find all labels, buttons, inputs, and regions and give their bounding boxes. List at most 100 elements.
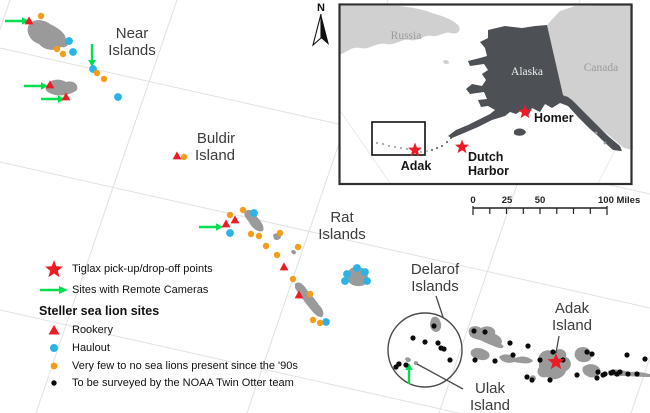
survey-marker (410, 335, 416, 341)
svg-text:Island: Island (195, 147, 235, 164)
label-adak-island: Adak (555, 300, 590, 317)
st-lawrence-shape (443, 59, 449, 65)
rookery-marker (221, 219, 231, 228)
scale-100-miles: 100 Miles (598, 195, 640, 206)
few-sea-lions-marker (37, 12, 45, 20)
rookery-marker (230, 215, 240, 224)
svg-text:Island: Island (470, 397, 510, 413)
canada-shape (547, 5, 633, 150)
survey-marker (524, 374, 530, 380)
label-dutch-harbor: Dutch (468, 150, 503, 164)
legend-item-rookery: Rookery (36, 320, 113, 340)
label-ulak-island: Ulak (475, 380, 506, 397)
panhandle-shape (566, 96, 621, 151)
survey-marker (431, 323, 437, 329)
svg-text:Islands: Islands (108, 42, 156, 59)
scale-25: 25 (502, 195, 513, 206)
rat-chain-shape (295, 282, 324, 318)
camera-arrow-head (58, 95, 65, 103)
survey-marker (403, 362, 409, 368)
ulak-leader (416, 363, 464, 390)
survey-marker (634, 371, 640, 377)
camera-arrow-head (88, 60, 96, 67)
haulout-circle-icon (36, 343, 72, 353)
scale-0: 0 (470, 195, 475, 206)
few-sea-lions-marker (276, 229, 284, 237)
island-group-labels: Near Islands Buldir Island Rat Islands D… (108, 25, 592, 413)
survey-marker (435, 340, 441, 346)
islands-layer (27, 20, 650, 381)
survey-marker (537, 357, 543, 363)
tiglax-star-marker (547, 353, 565, 370)
haulout-marker (363, 277, 371, 285)
legend-survey-label: To be surveyed by the NOAA Twin Otter te… (72, 377, 294, 389)
label-adak-city: Adak (401, 159, 432, 173)
survey-marker (547, 377, 553, 383)
survey-marker (472, 357, 478, 363)
label-buldir-island: Buldir (197, 130, 235, 147)
few-sea-lions-marker (316, 319, 324, 327)
north-label: N (317, 2, 325, 14)
few-sea-lions-marker (255, 232, 263, 240)
survey-marker (492, 358, 498, 364)
survey-marker (441, 346, 447, 352)
leader-lines (416, 295, 560, 390)
few-dot-icon (36, 361, 72, 371)
few-sea-lions-marker (262, 242, 270, 250)
survey-marker (602, 371, 608, 377)
few-sea-lions-marker (59, 50, 67, 58)
survey-marker (422, 339, 428, 345)
survey-marker (525, 343, 531, 349)
legend-item-cameras: Sites with Remote Cameras (36, 280, 208, 300)
legend-item-tiglax: Tiglax pick-up/drop-off points (36, 259, 213, 279)
kodiak-shape (514, 128, 526, 136)
legend-tiglax-label: Tiglax pick-up/drop-off points (72, 263, 213, 275)
few-sea-lions-marker (226, 211, 234, 219)
camera-arrow-head (22, 17, 29, 25)
adak-leader (555, 335, 560, 354)
star-icon (36, 258, 72, 280)
russia-shape (339, 6, 460, 55)
haulout-marker (361, 268, 369, 276)
survey-marker (482, 329, 488, 335)
survey-marker (584, 349, 590, 355)
rookery-marker (294, 290, 304, 299)
few-sea-lions-marker (100, 75, 108, 83)
north-arrow-icon: N (312, 2, 329, 47)
few-sea-lions-marker (239, 206, 247, 214)
svg-text:Harbor: Harbor (468, 164, 509, 178)
legend-item-haulout: Haulout (36, 338, 110, 358)
sea-lion-markers-layer (24, 12, 648, 383)
tiglax-stars-layer (547, 353, 565, 370)
survey-marker (595, 369, 601, 375)
inset-city-star (517, 104, 533, 119)
haulout-marker (250, 209, 258, 217)
survey-marker (642, 356, 648, 362)
survey-marker (447, 357, 453, 363)
survey-marker (471, 328, 477, 334)
label-delarof-islands: Delarof (411, 261, 460, 278)
camera-arrow-head (216, 223, 223, 231)
scale-bar: 0 25 50 100 Miles (470, 195, 640, 215)
rookery-marker (24, 16, 34, 25)
legend-haulout-label: Haulout (72, 342, 110, 354)
kiska-island-shape (244, 209, 264, 232)
few-sea-lions-marker (180, 153, 188, 161)
haulout-marker (341, 277, 349, 285)
svg-text:Islands: Islands (318, 226, 366, 243)
attu-island-shape (27, 20, 68, 50)
rookery-triangle-icon (36, 324, 72, 336)
agattu-island-shape (45, 79, 78, 96)
few-sea-lions-marker (273, 251, 281, 259)
survey-marker (507, 340, 513, 346)
aleutian-chain-dots-west (376, 131, 607, 153)
camera-arrow-head (41, 82, 48, 90)
few-sea-lions-marker (294, 243, 302, 251)
aleutian-chain-dots (431, 137, 452, 151)
survey-marker (614, 371, 620, 377)
inset-city-star (454, 139, 470, 154)
label-rat-islands: Rat (330, 209, 354, 226)
alaska-shape (448, 25, 622, 151)
label-near-islands: Near (116, 25, 149, 42)
